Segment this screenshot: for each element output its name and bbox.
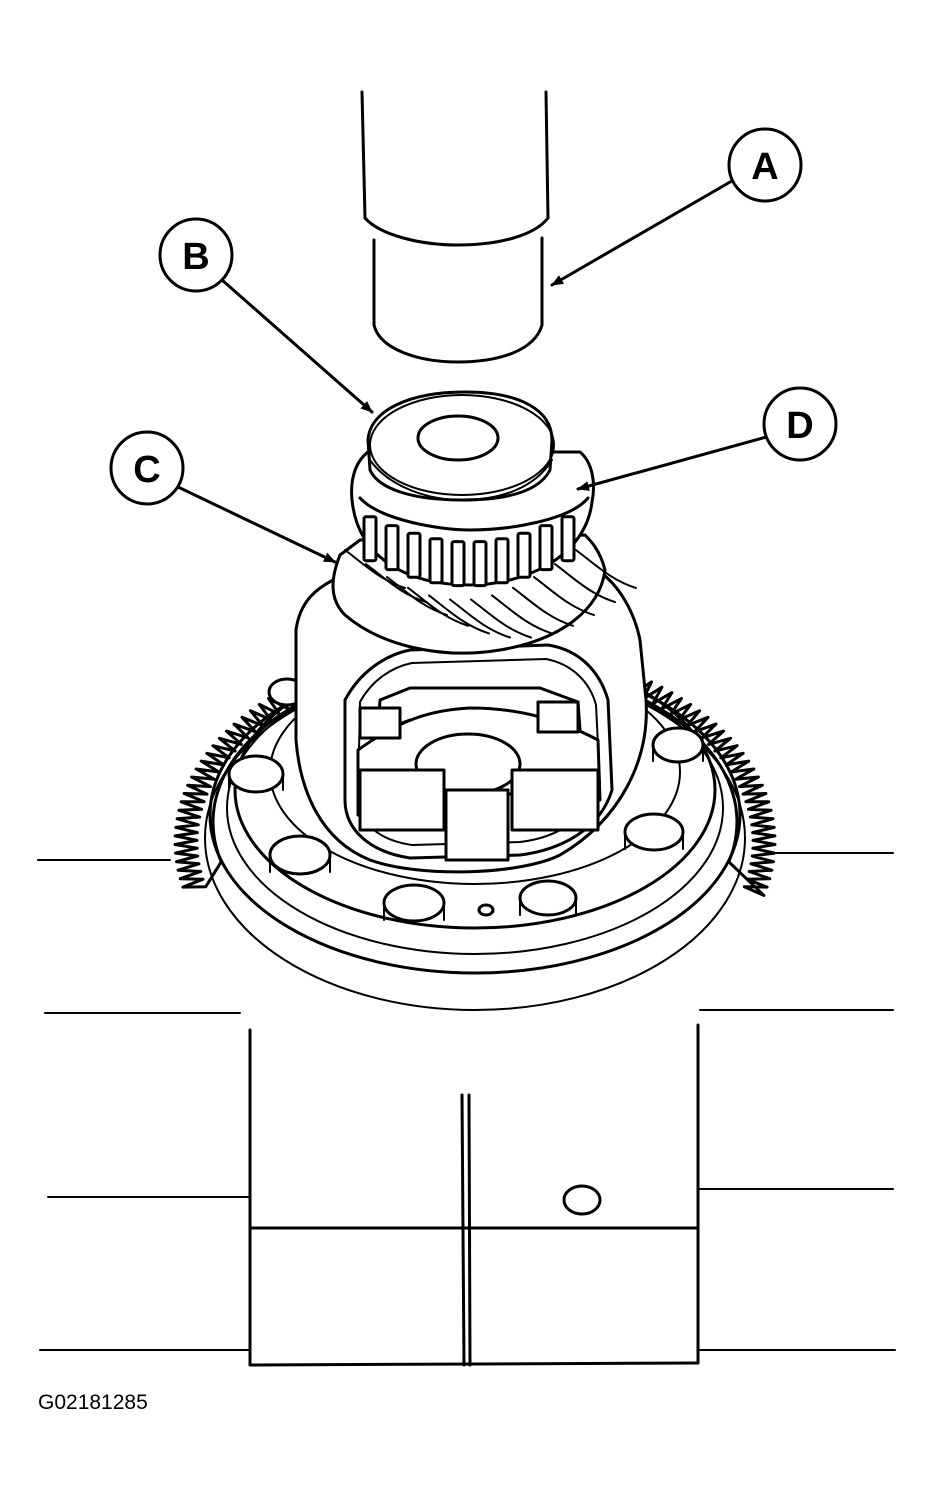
ring-gear [173,642,777,1011]
bearing-installer-tool [360,90,550,364]
callout-A: A [550,127,803,287]
bearing-roller [384,524,400,572]
callout-D-label: D [786,405,813,447]
bearing-roller [450,540,466,588]
bearing-rollers [362,515,576,588]
bearing-roller [560,515,576,563]
differential-case [294,570,648,874]
fixture-hole [562,1184,602,1216]
bearing-roller [428,537,444,585]
bearing-roller [406,531,422,579]
callout-C-label: C [133,449,160,491]
support-fixture [37,852,896,1367]
callout-B-label: B [182,236,209,278]
bearing-roller [494,537,510,585]
callout-A-label: A [751,146,778,188]
bearing-roller [516,531,532,579]
bearing-roller [362,515,378,563]
bolt-holes [227,677,705,923]
callout-B: B [158,217,374,414]
tapered-roller-bearing [350,390,595,588]
bearing-roller [472,540,488,588]
callout-D: D [576,386,838,491]
callout-C: C [109,430,337,564]
bearing-roller [538,524,554,572]
figure-code: G02181285 [38,1391,148,1414]
